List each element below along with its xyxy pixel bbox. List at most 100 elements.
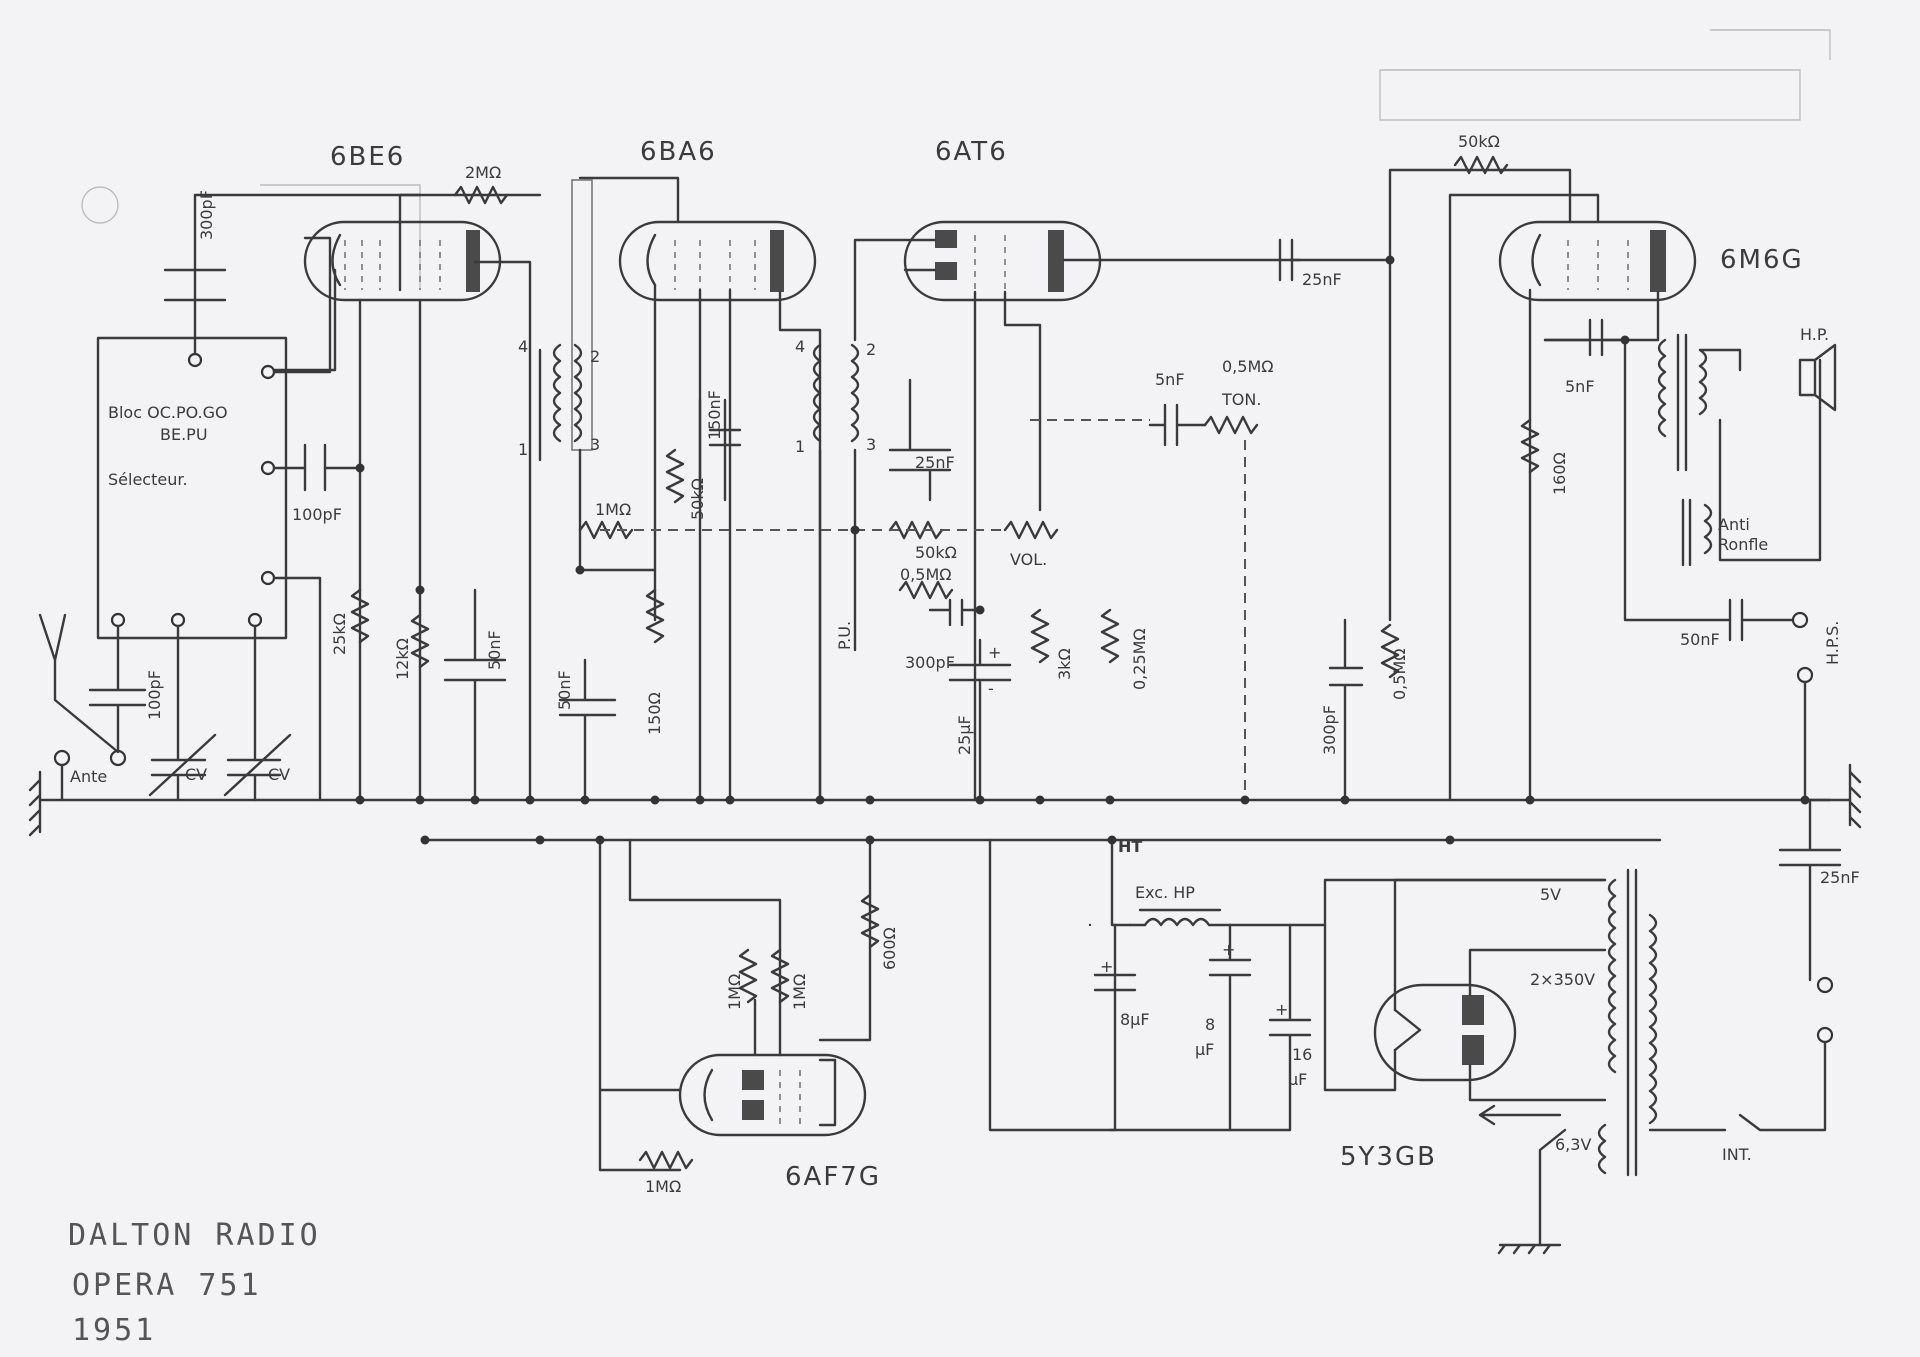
label-c-150nf: 150nF xyxy=(705,390,724,440)
label-tr-pin2a: 2 xyxy=(590,347,600,366)
label-r-3k: 3kΩ xyxy=(1055,648,1074,680)
label-c-8uf-b-unit: μF xyxy=(1195,1040,1214,1059)
tube-6af7g xyxy=(598,838,872,1172)
label-ton: TON. xyxy=(1221,390,1261,409)
label-c-5nf-a: 5nF xyxy=(1155,370,1185,389)
label-tr-pin1b: 1 xyxy=(795,437,805,456)
label-5y3gb: 5Y3GB xyxy=(1340,1142,1437,1172)
label-c-300pf-top: 300pF xyxy=(197,190,216,240)
footer-line2: OPERA 751 xyxy=(72,1268,262,1303)
label-r-150: 150Ω xyxy=(645,692,664,735)
background-erasures xyxy=(81,29,1831,290)
label-tr-pin3b: 3 xyxy=(866,435,876,454)
label-6at6: 6AT6 xyxy=(935,137,1008,167)
label-6ba6: 6BA6 xyxy=(640,137,717,167)
bloc-line3: Sélecteur. xyxy=(108,470,188,489)
label-5v: 5V xyxy=(1540,885,1561,904)
label-c-300pf-c: 300pF xyxy=(1320,705,1339,755)
label-6m6g: 6M6G xyxy=(1720,245,1804,275)
antenna-section xyxy=(38,613,292,802)
footer-line3: 1951 xyxy=(72,1313,156,1348)
label-tr-pin3a: 3 xyxy=(590,435,600,454)
resistors xyxy=(350,155,1540,1170)
label-c-25nf-b: 25nF xyxy=(1302,270,1342,289)
component-labels: 2MΩ 300pF 100pF 25kΩ 12kΩ 50nF Ante 100p… xyxy=(70,132,1860,1196)
label-pu: P.U. xyxy=(835,621,854,650)
bloc-line2: BE.PU xyxy=(160,425,208,444)
label-c-16uf: 16 xyxy=(1292,1045,1312,1064)
label-2x350v: 2×350V xyxy=(1530,970,1595,989)
label-anti: Anti xyxy=(1718,515,1750,534)
label-c-25nf-c: 25nF xyxy=(1820,868,1860,887)
label-int: INT. xyxy=(1722,1145,1752,1164)
label-exc-hp: Exc. HP xyxy=(1135,883,1195,902)
label-r-600: 600Ω xyxy=(880,927,899,970)
label-r-50k-c: 50kΩ xyxy=(1458,132,1500,151)
label-minus-a: - xyxy=(988,679,994,698)
label-r-05meg-b: 0,5MΩ xyxy=(1390,649,1409,700)
label-c-16uf-unit: μF xyxy=(1288,1070,1307,1089)
coils xyxy=(538,179,1837,1255)
label-hp: H.P. xyxy=(1800,325,1829,344)
label-hps: H.P.S. xyxy=(1823,621,1842,665)
label-r-160: 160Ω xyxy=(1550,452,1569,495)
label-r-025meg: 0,25MΩ xyxy=(1130,628,1149,690)
footer-title: DALTON RADIO OPERA 751 1951 xyxy=(68,1218,321,1348)
label-c-300pf-b: 300pF xyxy=(905,653,955,672)
label-c-50nf-hps: 50nF xyxy=(1680,630,1720,649)
label-c-5nf-b: 5nF xyxy=(1565,377,1595,396)
label-c-50nf-a: 50nF xyxy=(485,630,504,670)
label-r-05meg-a: 0,5MΩ xyxy=(900,565,951,584)
label-6af7g: 6AF7G xyxy=(785,1162,881,1192)
label-r-2meg: 2MΩ xyxy=(465,163,501,182)
label-plus-a: + xyxy=(988,643,1001,662)
label-c-100pf-block: 100pF xyxy=(292,505,342,524)
label-tr-pin1a: 1 xyxy=(518,440,528,459)
label-c-8uf-a: 8μF xyxy=(1120,1010,1150,1029)
label-ronfle: Ronfle xyxy=(1718,535,1768,554)
bloc-labels: Bloc OC.PO.GO BE.PU Sélecteur. xyxy=(108,403,228,489)
bloc-line1: Bloc OC.PO.GO xyxy=(108,403,228,422)
bloc-selector xyxy=(96,193,422,802)
label-plus-c: + xyxy=(1222,940,1235,959)
tube-5y3gb xyxy=(1323,878,1607,1126)
label-plus-d: + xyxy=(1275,1000,1288,1019)
label-cv1: CV xyxy=(185,765,207,784)
label-tr-pin4a: 4 xyxy=(518,337,528,356)
label-c-25uf: 25μF xyxy=(955,715,974,755)
label-tr-pin2b: 2 xyxy=(866,340,876,359)
label-r-1meg-b: 1MΩ xyxy=(725,974,744,1010)
label-6be6: 6BE6 xyxy=(330,142,405,172)
label-antenna: Ante xyxy=(70,767,107,786)
label-tr-pin4b: 4 xyxy=(795,337,805,356)
label-r-50k-b: 50kΩ xyxy=(915,543,957,562)
dashed-lines xyxy=(600,419,1246,800)
footer-line1: DALTON RADIO xyxy=(68,1218,321,1253)
label-r-12k: 12kΩ xyxy=(393,638,412,680)
label-plus-b: + xyxy=(1100,957,1113,976)
ground-bus xyxy=(28,763,1862,837)
label-c-50nf-b: 50nF xyxy=(555,670,574,710)
label-ht: HT xyxy=(1118,837,1142,856)
label-r-25k: 25kΩ xyxy=(330,613,349,655)
label-r-1meg-c: 1MΩ xyxy=(790,974,809,1010)
junction-dots xyxy=(355,255,1810,845)
label-r-1meg-d: 1MΩ xyxy=(645,1177,681,1196)
capacitors-wires xyxy=(443,238,1842,1132)
tube-6be6 xyxy=(273,193,542,802)
label-6-3v: 6,3V xyxy=(1555,1135,1591,1154)
label-r-05meg-ton: 0,5MΩ xyxy=(1222,357,1273,376)
label-cv2: CV xyxy=(268,765,290,784)
label-r-50k-a: 50kΩ xyxy=(688,478,707,520)
label-r-1meg-a: 1MΩ xyxy=(595,500,631,519)
label-vol: VOL. xyxy=(1010,550,1047,569)
tube-labels: 6BE6 6BA6 6AT6 6M6G 6AF7G 5Y3GB xyxy=(330,137,1804,1192)
label-c-25nf-a: 25nF xyxy=(915,453,955,472)
tube-6ba6 xyxy=(578,176,822,802)
tube-6at6 xyxy=(853,220,1392,802)
label-c-8uf-b: 8 xyxy=(1205,1015,1215,1034)
tube-6m6g xyxy=(1388,168,1697,802)
label-c-100pf-ant: 100pF xyxy=(145,670,164,720)
